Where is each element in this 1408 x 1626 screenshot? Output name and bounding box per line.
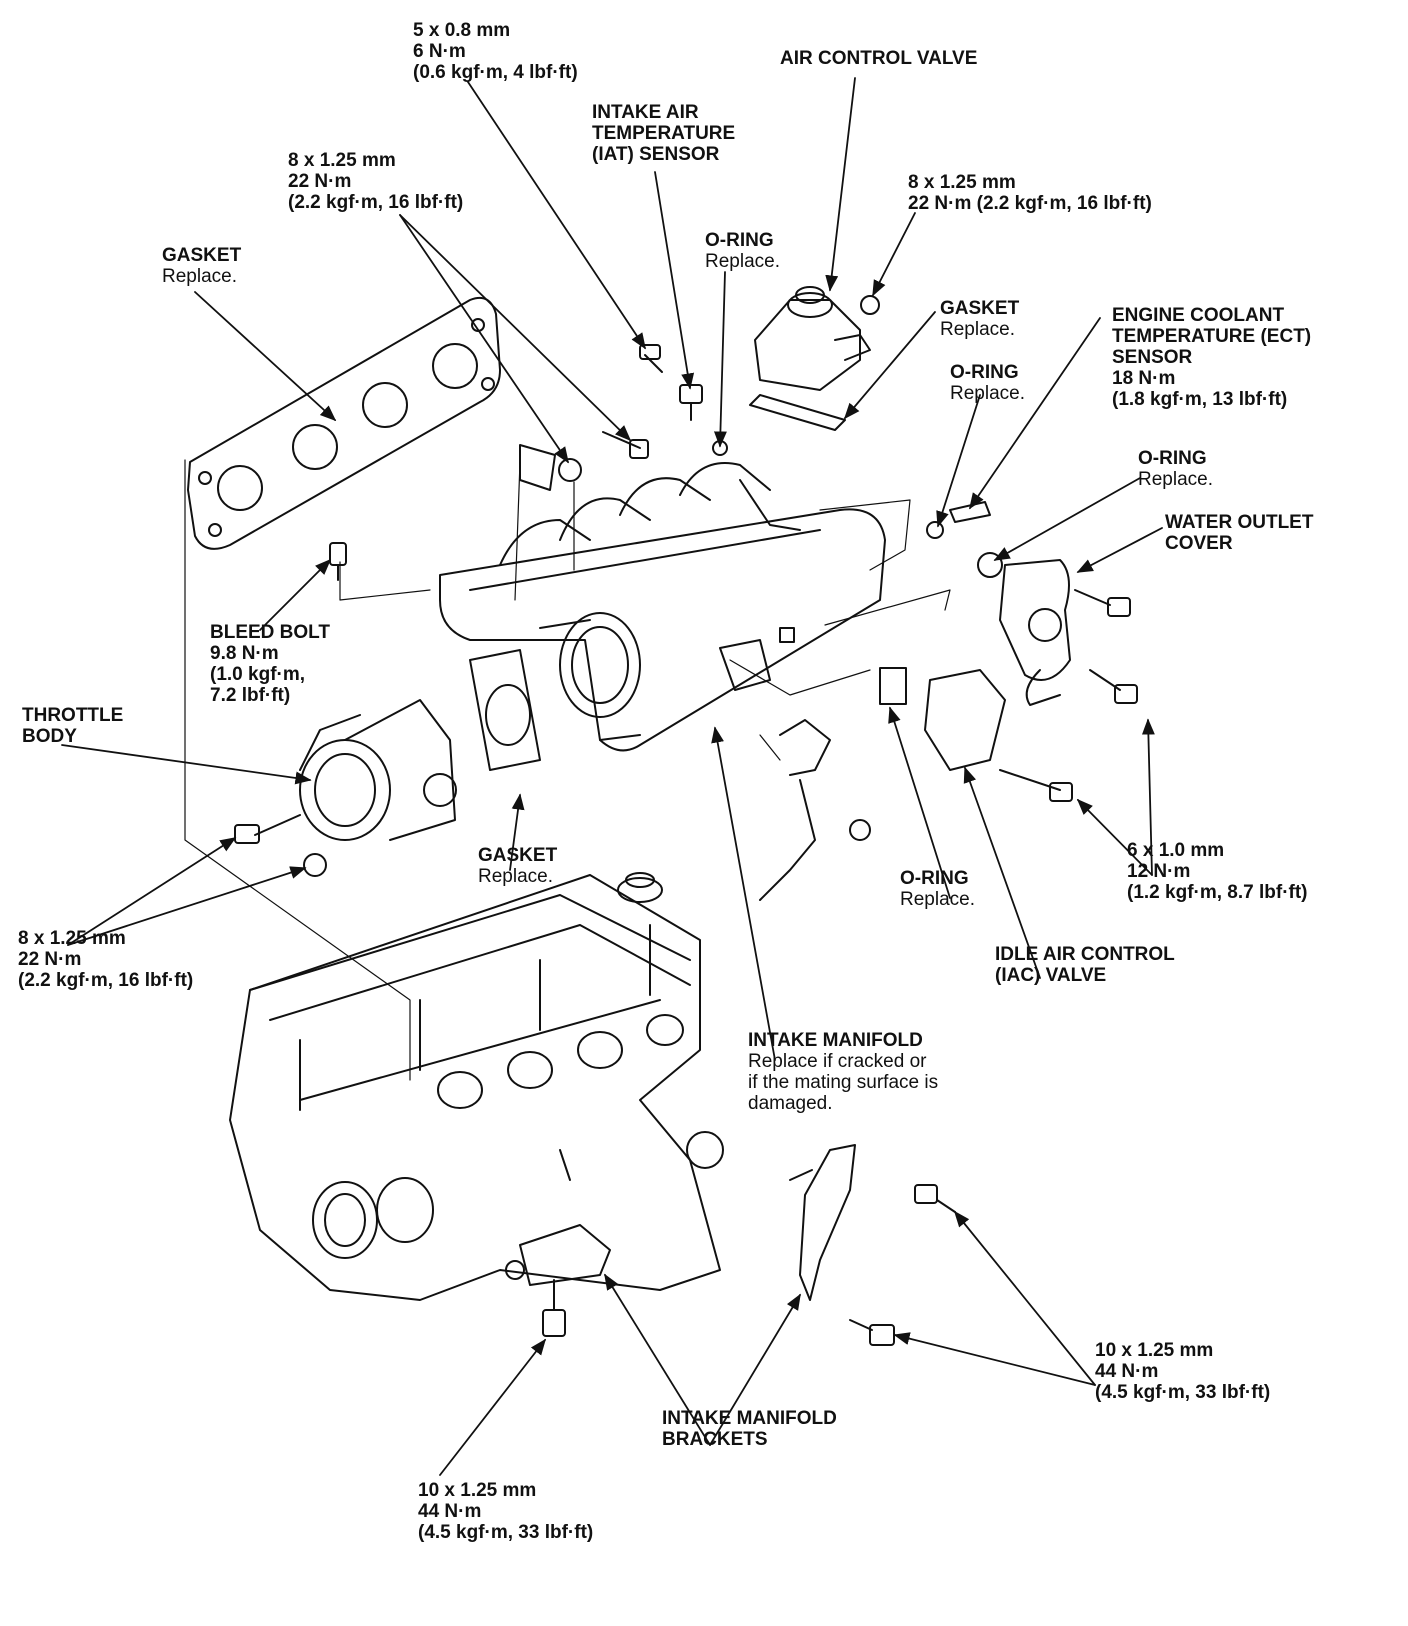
torque: 18 N·m [1112, 368, 1176, 389]
torque: 44 N·m [418, 1501, 482, 1522]
spec: 10 x 1.25 mm [1095, 1340, 1214, 1361]
note: Replace. [162, 266, 237, 287]
title: AIR CONTROL VALVE [780, 48, 978, 69]
torque: 9.8 N·m [210, 643, 279, 664]
torque: 22 N·m [288, 171, 352, 192]
line2: TEMPERATURE [592, 123, 736, 144]
note: Replace. [900, 889, 975, 910]
title: BLEED BOLT [210, 622, 330, 643]
alignment-lines [184, 459, 951, 1081]
torque: 12 N·m [1127, 861, 1191, 882]
label-bolt-8x125-throttle: 8 x 1.25 mm 22 N·m (2.2 kgf·m, 16 lbf·ft… [18, 928, 193, 991]
torque: 22 N·m [18, 949, 82, 970]
label-oring-iac: O-RING Replace. [900, 868, 975, 910]
label-throttle-body: THROTTLE BODY [22, 705, 123, 747]
note-line-3: damaged. [748, 1093, 833, 1114]
cylinder-head [229, 872, 724, 1301]
torque-alt-2: 7.2 lbf·ft) [210, 685, 291, 706]
label-water-outlet-cover: WATER OUTLET COVER [1165, 512, 1313, 554]
torque-alt: (4.5 kgf·m, 33 lbf·ft) [1095, 1382, 1271, 1403]
title: O-RING [900, 868, 969, 889]
line1: IDLE AIR CONTROL [995, 944, 1175, 965]
label-gasket-manifold: GASKET Replace. [162, 245, 241, 287]
label-gasket-throttle: GASKET Replace. [478, 845, 557, 887]
line2: BODY [22, 726, 77, 747]
line3: (IAT) SENSOR [592, 144, 720, 165]
torque-alt: (0.6 kgf·m, 4 lbf·ft) [413, 62, 578, 83]
line2: COVER [1165, 533, 1233, 554]
title: GASKET [478, 845, 558, 866]
small-bracket-hose [759, 719, 871, 901]
ect-sensor-part [926, 501, 1003, 578]
lower-bolts [542, 1184, 956, 1346]
line3: SENSOR [1112, 347, 1193, 368]
label-oring-iat: O-RING Replace. [705, 230, 780, 272]
label-iac-valve: IDLE AIR CONTROL (IAC) VALVE [995, 944, 1175, 986]
title: GASKET [940, 298, 1020, 319]
torque-alt-1: (1.0 kgf·m, [210, 664, 306, 685]
line1: INTAKE MANIFOLD [662, 1408, 837, 1429]
iac-valve-part [879, 667, 1073, 802]
torque: 44 N·m [1095, 1361, 1159, 1382]
label-bolt-10x125-bottom: 10 x 1.25 mm 44 N·m (4.5 kgf·m, 33 lbf·f… [418, 1480, 593, 1543]
intake-manifold [439, 462, 886, 752]
note: Replace. [950, 383, 1025, 404]
note-line-2: if the mating surface is [748, 1072, 939, 1093]
note: Replace. [705, 251, 780, 272]
line2: (IAC) VALVE [995, 965, 1107, 986]
intake-manifold-brackets [505, 1144, 856, 1301]
leader-lines [61, 77, 1163, 1476]
title: O-RING [705, 230, 774, 251]
label-manifold-brackets: INTAKE MANIFOLD BRACKETS [662, 1408, 837, 1450]
label-gasket-acv: GASKET Replace. [940, 298, 1019, 340]
line2: TEMPERATURE (ECT) [1112, 326, 1312, 347]
spec: 10 x 1.25 mm [418, 1480, 537, 1501]
water-outlet-cover [999, 559, 1138, 706]
label-iat-sensor: INTAKE AIR TEMPERATURE (IAT) SENSOR [592, 102, 735, 165]
throttle-body-part [234, 649, 541, 877]
label-oring-outlet: O-RING Replace. [1138, 448, 1213, 490]
title: O-RING [1138, 448, 1207, 469]
label-bolt-8x125-acv: 8 x 1.25 mm 22 N·m (2.2 kgf·m, 16 lbf·ft… [908, 172, 1152, 214]
torque-alt: (4.5 kgf·m, 33 lbf·ft) [418, 1522, 594, 1543]
line1: WATER OUTLET [1165, 512, 1314, 533]
label-bolt-6x10: 6 x 1.0 mm 12 N·m (1.2 kgf·m, 8.7 lbf·ft… [1127, 840, 1308, 903]
label-bolt-8x125-upper: 8 x 1.25 mm 22 N·m (2.2 kgf·m, 16 lbf·ft… [288, 150, 463, 213]
title: O-RING [950, 362, 1019, 383]
note: Replace. [940, 319, 1015, 340]
torque: 6 N·m [413, 41, 466, 62]
label-oring-ect: O-RING Replace. [950, 362, 1025, 404]
label-air-control-valve: AIR CONTROL VALVE [780, 48, 977, 69]
torque-alt: (2.2 kgf·m, 16 lbf·ft) [18, 970, 194, 991]
title: GASKET [162, 245, 242, 266]
spec: 8 x 1.25 mm [288, 150, 396, 171]
label-bolt-5x08: 5 x 0.8 mm 6 N·m (0.6 kgf·m, 4 lbf·ft) [413, 20, 578, 83]
label-ect-sensor: ENGINE COOLANT TEMPERATURE (ECT) SENSOR … [1112, 305, 1311, 410]
bleed-bolt [329, 542, 347, 581]
manifold-gasket [187, 296, 501, 550]
note: Replace. [478, 866, 553, 887]
label-bleed-bolt: BLEED BOLT 9.8 N·m (1.0 kgf·m, 7.2 lbf·f… [210, 622, 330, 706]
spec: 8 x 1.25 mm [908, 172, 1016, 193]
label-bolt-10x125-right: 10 x 1.25 mm 44 N·m (4.5 kgf·m, 33 lbf·f… [1095, 1340, 1270, 1403]
spec: 6 x 1.0 mm [1127, 840, 1225, 861]
label-intake-manifold: INTAKE MANIFOLD Replace if cracked or if… [748, 1030, 938, 1114]
air-control-valve [749, 286, 880, 431]
torque-alt: (2.2 kgf·m, 16 lbf·ft) [288, 192, 464, 213]
note-line-1: Replace if cracked or [748, 1051, 927, 1072]
line1: INTAKE AIR [592, 102, 699, 123]
line1: ENGINE COOLANT [1112, 305, 1285, 326]
spec: 8 x 1.25 mm [18, 928, 126, 949]
torque: 22 N·m (2.2 kgf·m, 16 lbf·ft) [908, 193, 1152, 214]
upper-bolts [519, 344, 663, 491]
title: INTAKE MANIFOLD [748, 1030, 923, 1051]
torque-alt: (1.2 kgf·m, 8.7 lbf·ft) [1127, 882, 1308, 903]
torque-alt: (1.8 kgf·m, 13 lbf·ft) [1112, 389, 1288, 410]
spec: 5 x 0.8 mm [413, 20, 511, 41]
line2: BRACKETS [662, 1429, 768, 1450]
line1: THROTTLE [22, 705, 124, 726]
note: Replace. [1138, 469, 1213, 490]
